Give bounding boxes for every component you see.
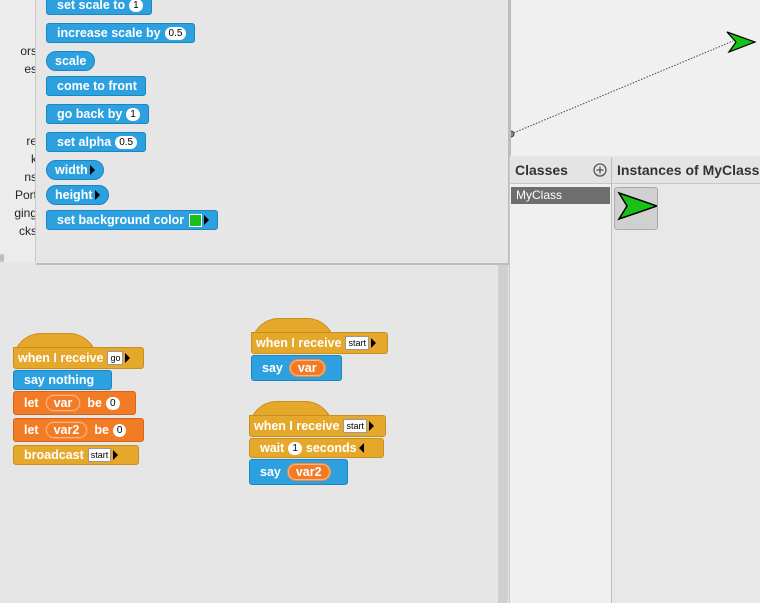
block-label: say <box>262 361 283 375</box>
dropdown-arrow-icon[interactable] <box>204 215 210 225</box>
block-label: let <box>24 396 39 410</box>
category-item[interactable]: re <box>26 134 36 148</box>
block-label: say nothing <box>24 373 95 387</box>
block-label: increase scale by <box>57 26 161 40</box>
say-block[interactable]: say var2 <box>249 459 348 485</box>
block-label: set alpha <box>57 135 112 149</box>
dropdown-arrow-icon[interactable] <box>94 190 100 200</box>
stage-canvas <box>511 31 757 138</box>
classes-header: Classes <box>510 157 611 184</box>
message-slot[interactable]: go <box>107 351 124 365</box>
classes-title: Classes <box>515 162 568 178</box>
go-back-block[interactable]: go back by 1 <box>46 104 149 124</box>
sprite-arrow-icon <box>617 191 657 221</box>
block-label: seconds <box>305 441 357 455</box>
stage[interactable] <box>510 0 760 156</box>
say-block[interactable]: say var <box>251 355 342 381</box>
broadcast-block[interactable]: broadcast start <box>13 445 139 465</box>
sprite-arrow-icon <box>726 31 757 54</box>
category-item[interactable]: ns <box>24 170 36 184</box>
dropdown-arrow-icon[interactable] <box>368 421 374 431</box>
variable-slot[interactable]: var2 <box>286 463 331 481</box>
message-slot[interactable]: start <box>343 419 367 433</box>
variable-slot[interactable]: var <box>44 394 82 412</box>
category-strip: ors es re k ns Port ging cks <box>0 0 36 262</box>
number-slot[interactable]: 0.5 <box>115 135 138 149</box>
block-label: wait <box>260 441 285 455</box>
message-slot[interactable]: start <box>87 448 112 462</box>
number-slot[interactable]: 0 <box>112 423 127 437</box>
collapse-arrow-icon[interactable] <box>358 443 364 453</box>
number-slot[interactable]: 1 <box>126 107 140 121</box>
instance-thumbnail[interactable] <box>614 187 658 230</box>
set-scale-block[interactable]: set scale to 1 <box>46 0 152 15</box>
rotation-center-handle <box>511 130 515 138</box>
block-label: height <box>55 188 93 202</box>
category-scrollbar[interactable] <box>0 254 4 262</box>
let-block[interactable]: let var be 0 <box>13 391 136 415</box>
instances-header: Instances of MyClass <box>612 157 760 184</box>
category-item[interactable]: k <box>31 152 35 166</box>
block-label: when I receive <box>18 351 104 365</box>
increase-scale-block[interactable]: increase scale by 0.5 <box>46 23 196 43</box>
block-label: set background color <box>57 213 185 227</box>
variable-slot[interactable]: var2 <box>44 421 89 439</box>
when-i-receive-hat-block[interactable]: when I receive start <box>249 401 389 437</box>
dropdown-arrow-icon[interactable] <box>125 353 131 363</box>
set-alpha-block[interactable]: set alpha 0.5 <box>46 132 147 152</box>
number-slot[interactable]: 1 <box>129 0 143 12</box>
class-list-item[interactable]: MyClass <box>511 187 610 204</box>
say-nothing-block[interactable]: say nothing <box>13 370 112 390</box>
width-reporter[interactable]: width <box>46 160 104 180</box>
set-background-color-block[interactable]: set background color <box>46 210 219 230</box>
category-item[interactable]: cks <box>19 224 36 238</box>
number-slot[interactable]: 1 <box>288 441 302 455</box>
scale-reporter[interactable]: scale <box>46 51 96 71</box>
category-item[interactable]: es <box>24 62 36 76</box>
block-label: when I receive <box>256 336 342 350</box>
come-to-front-block[interactable]: come to front <box>46 76 146 96</box>
number-slot[interactable]: 0 <box>105 396 120 410</box>
color-swatch[interactable] <box>189 213 203 227</box>
block-label: scale <box>55 54 87 68</box>
instances-title: Instances of MyClass <box>617 162 760 178</box>
block-label: be <box>87 396 102 410</box>
category-item[interactable]: Port <box>14 188 36 202</box>
block-palette: set scale to 1 increase scale by 0.5 sca… <box>36 0 510 265</box>
direction-line <box>511 40 734 135</box>
category-item[interactable]: ging <box>14 206 36 220</box>
let-block[interactable]: let var2 be 0 <box>13 418 144 442</box>
when-i-receive-hat-block[interactable]: when I receive go <box>13 333 148 369</box>
when-i-receive-hat-block[interactable]: when I receive start <box>251 318 391 354</box>
block-label: let <box>24 423 39 437</box>
script-area-scrollbar[interactable] <box>498 265 508 603</box>
dropdown-arrow-icon[interactable] <box>113 450 119 460</box>
add-class-icon[interactable] <box>593 163 607 177</box>
block-label: say <box>260 465 281 479</box>
category-item[interactable]: ors <box>20 44 36 58</box>
wait-seconds-block[interactable]: wait 1 seconds <box>249 438 384 458</box>
block-label: come to front <box>57 79 137 93</box>
dropdown-arrow-icon[interactable] <box>370 338 376 348</box>
number-slot[interactable]: 0.5 <box>164 26 187 40</box>
block-label: width <box>55 163 88 177</box>
block-label: broadcast <box>24 448 84 462</box>
message-slot[interactable]: start <box>345 336 369 350</box>
dropdown-arrow-icon[interactable] <box>89 165 95 175</box>
block-label: set scale to <box>57 0 126 12</box>
height-reporter[interactable]: height <box>46 185 109 205</box>
block-label: go back by <box>57 107 123 121</box>
instances-pane: Instances of MyClass <box>612 157 760 603</box>
block-label: when I receive <box>254 419 340 433</box>
classes-pane: Classes MyClass <box>509 157 613 603</box>
block-label: be <box>94 423 109 437</box>
variable-slot[interactable]: var <box>288 359 326 377</box>
